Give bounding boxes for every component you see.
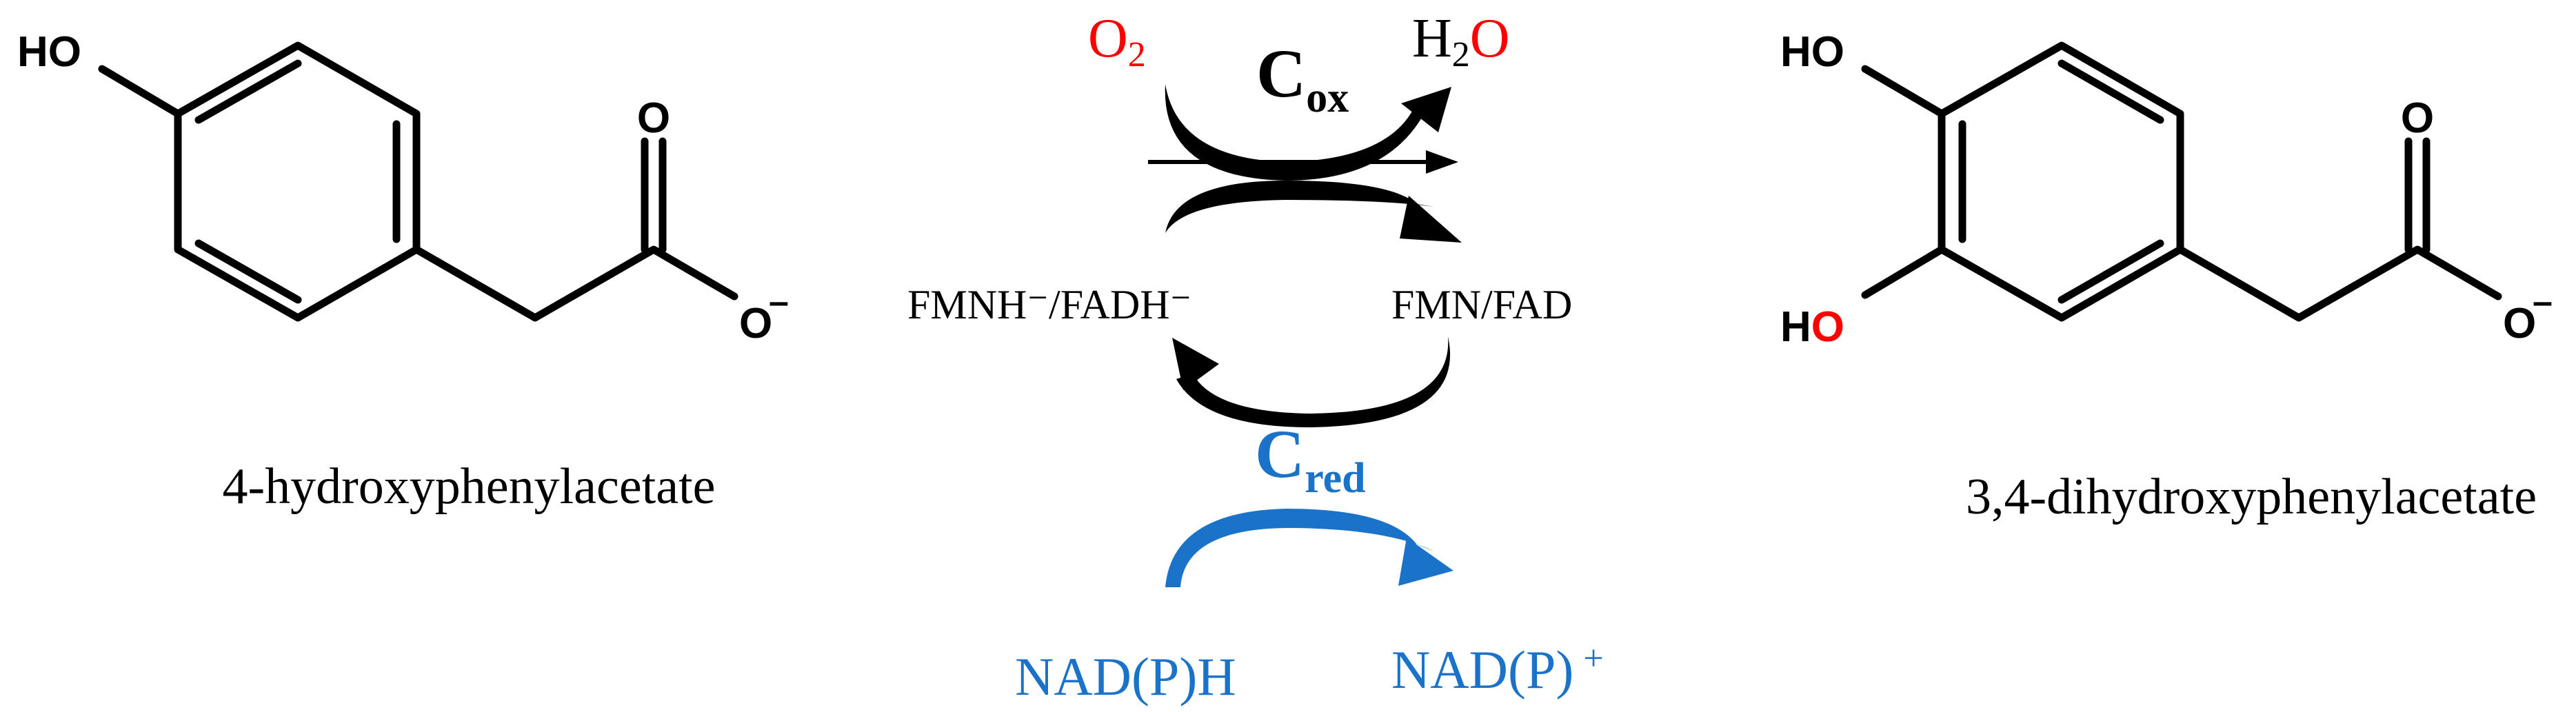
flavin-oxidation-arrow [1165, 181, 1462, 243]
product-hydroxyl-bottom-bond [1861, 245, 1946, 299]
product-hydroxyl-bottom-label: HO [1780, 303, 1844, 351]
substrate-benzene-ring [174, 41, 421, 322]
flavin-reduction-arrow [1172, 336, 1451, 427]
oxygen-to-water-arrow [1165, 84, 1451, 181]
oxygenase-enzyme-label: Cox [1256, 35, 1349, 121]
reductase-enzyme-label: Cred [1255, 416, 1366, 502]
substrate-side-chain [412, 245, 738, 322]
substrate-charge: – [769, 282, 789, 322]
product-hydroxyl-top-bond [1861, 65, 1946, 118]
o2-label: O2 [1088, 8, 1146, 74]
product-benzene-ring [1938, 41, 2184, 322]
substrate-atom-labels: HO O O – [17, 28, 789, 347]
product-name: 3,4-dihydroxyphenylacetate [1966, 469, 2537, 525]
flavin-reduced-label: FMNH⁻/FADH⁻ [907, 282, 1191, 327]
flavin-oxidized-label: FMN/FAD [1391, 282, 1572, 327]
main-reaction-arrow [1148, 150, 1458, 174]
product-atom-labels: HO HO O O – [1780, 28, 2553, 351]
flavin-labels: FMNH⁻/FADH⁻ FMN/FAD [907, 282, 1572, 327]
substrate-structure [98, 41, 738, 322]
substrate-carboxylate-o: O [739, 300, 772, 347]
product-carbonyl-o: O [2401, 94, 2434, 142]
nadph-to-nadp-arrow [1165, 509, 1453, 587]
water-label: H2O [1412, 8, 1510, 74]
product-hydroxyl-bottom-o: O [1811, 303, 1844, 351]
product-hydroxyl-bottom-h: H [1780, 303, 1811, 351]
cofactor-labels: NAD(P)H NAD(P)+ [1015, 639, 1604, 706]
product-structure [1861, 41, 2502, 322]
product-charge: – [2533, 282, 2553, 322]
product-carboxylate-o: O [2503, 300, 2536, 347]
substrate-hydroxyl-bond [98, 65, 182, 118]
oxygenase-labels: O2 H2O Cox [1088, 8, 1510, 121]
product-hydroxyl-top-label: HO [1780, 28, 1844, 76]
nadp-label: NAD(P)+ [1391, 639, 1604, 700]
substrate-carbonyl-o: O [637, 94, 670, 142]
substrate-name: 4-hydroxyphenylacetate [222, 458, 715, 515]
nadph-label: NAD(P)H [1015, 647, 1236, 706]
substrate-hydroxyl-label: HO [17, 28, 81, 76]
product-side-chain [2176, 245, 2502, 322]
